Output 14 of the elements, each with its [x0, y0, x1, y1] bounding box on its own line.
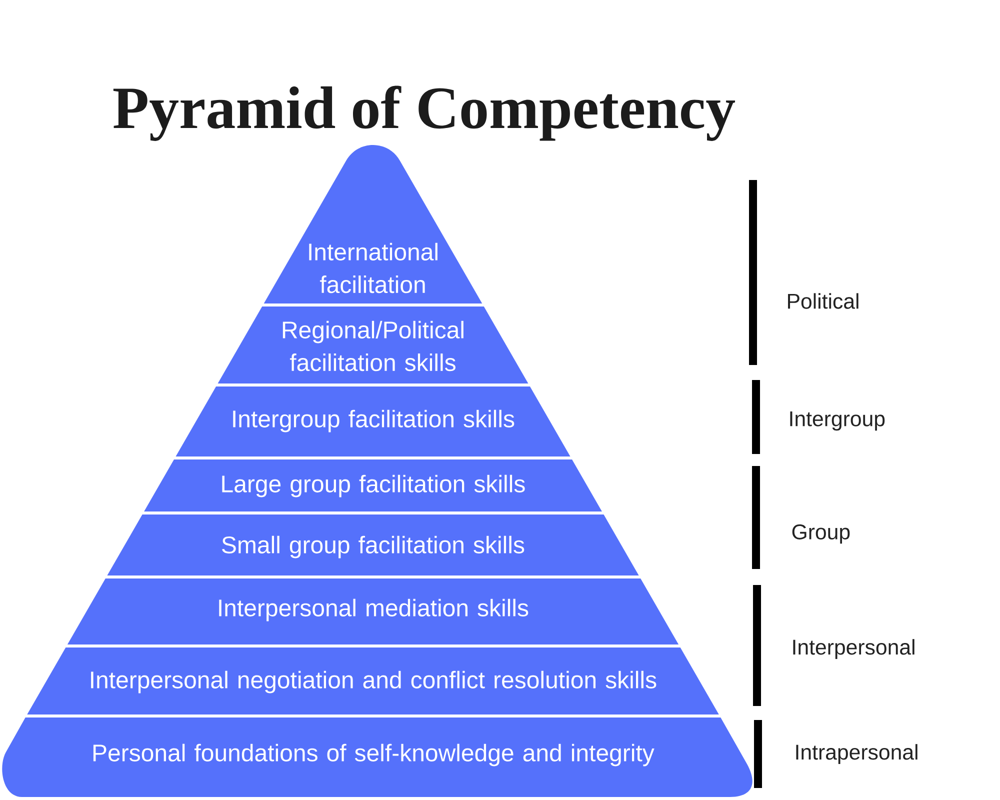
pyramid-band: Interpersonal mediation skills [67, 578, 679, 644]
pyramid-band: Large group facilitation skills [144, 460, 602, 512]
bracket-label: Intrapersonal [796, 744, 918, 764]
bracket-label: Intergroup [790, 411, 885, 431]
pyramid-band: Regional/Political facilitation skills [218, 306, 528, 384]
pyramid-band: Intergroup facilitation skills [176, 386, 570, 456]
pyramid-band: Interpersonal negotiation and conflict resolution skills [27, 648, 719, 714]
bracket-label: Interpersonal [793, 639, 914, 659]
title: Pyramid of Competency [113, 86, 736, 141]
bracket-label: Group [792, 524, 850, 544]
pyramid-band: International facilitation [264, 145, 482, 304]
pyramid-band: Small group facilitation skills [107, 514, 639, 576]
pyramid-band: Personal foundations of self-knowledge and integrity [2, 718, 752, 797]
bracket-label: Political [788, 293, 858, 309]
